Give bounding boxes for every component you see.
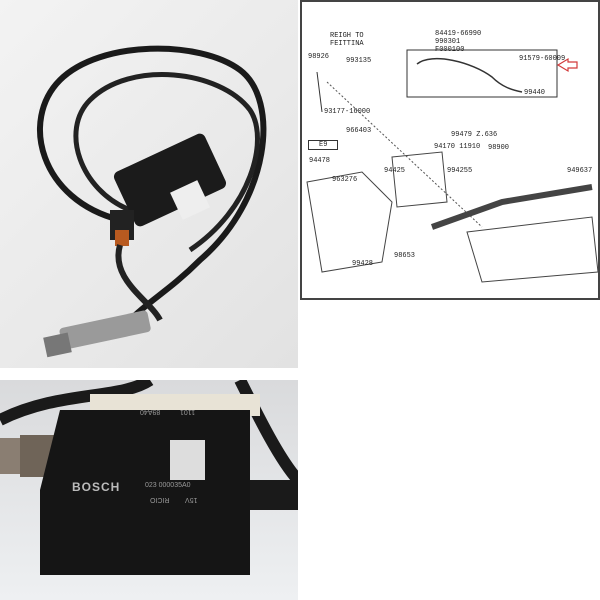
diagram-label: 99440 bbox=[524, 89, 546, 97]
part-number: 023 000035A0 bbox=[145, 482, 191, 489]
diagram-label: 993135 bbox=[346, 57, 372, 65]
diagram-label: 99428 bbox=[352, 260, 374, 268]
sensor-closeup bbox=[0, 380, 298, 575]
parts-diagram: REIGH TO FEITTINA 98926 993135 84419-669… bbox=[300, 0, 600, 300]
diagram-label: 963276 bbox=[332, 176, 358, 184]
diagram-label: FEITTINA bbox=[330, 40, 364, 48]
diagram-label: 98900 bbox=[488, 144, 510, 152]
diagram-label: 93177-16000 bbox=[324, 108, 371, 116]
diagram-label: 94170 11910 bbox=[434, 143, 481, 151]
diagram-label: 84419-66990 bbox=[435, 30, 482, 38]
diagram-label: 98653 bbox=[394, 252, 416, 260]
diagram-label: 94425 bbox=[384, 167, 406, 175]
diagram-label: 98926 bbox=[308, 53, 330, 61]
diagram-label: 99479 Z.636 bbox=[451, 131, 498, 139]
diagram-drawing bbox=[306, 49, 598, 283]
diagram-box-label: E9 bbox=[308, 140, 339, 150]
part-code: 1101 bbox=[180, 408, 196, 415]
diagram-label: 994255 bbox=[447, 167, 473, 175]
diagram-label: 94478 bbox=[309, 157, 331, 165]
part-code: 89A40 bbox=[140, 408, 161, 415]
diagram-label: F000100 bbox=[435, 46, 465, 54]
diagram-label: 91579-60009 bbox=[519, 55, 566, 63]
diagram-label: 990301 bbox=[435, 38, 461, 46]
sensor-photo-top bbox=[0, 0, 298, 368]
sensor-illustration bbox=[37, 45, 267, 358]
part-code: RICIO bbox=[150, 496, 170, 503]
diagram-label: REIGH TO bbox=[330, 32, 364, 40]
voltage-label: 15V bbox=[185, 496, 198, 503]
diagram-label: 966403 bbox=[346, 127, 372, 135]
sensor-photo-bottom: BOSCH 89A40 1101 023 000035A0 RICIO 15V bbox=[0, 380, 298, 600]
diagram-label: 949637 bbox=[567, 167, 593, 175]
brand-label: BOSCH bbox=[72, 480, 121, 494]
